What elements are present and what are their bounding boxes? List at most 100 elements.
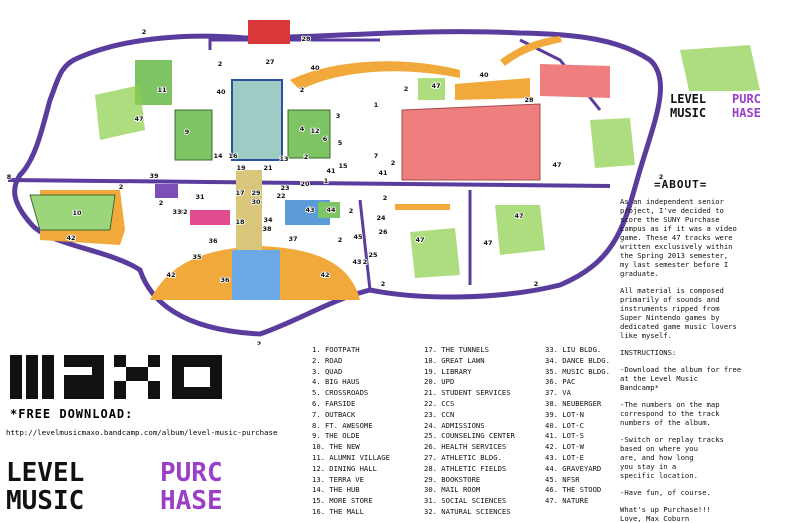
map-number-label: 2 — [381, 280, 386, 288]
map-number-label: 34 — [263, 216, 273, 224]
map-number-label: 1 — [324, 177, 329, 185]
logo-big-accent2: HASE — [160, 486, 223, 515]
legend-item: 10. THE NEW — [312, 442, 360, 452]
athletic-bldg — [248, 20, 290, 44]
map-number-label: 43 — [352, 258, 361, 266]
legend-item: 34. DANCE BLDG. — [545, 355, 610, 365]
map-number-label: 35 — [192, 253, 202, 261]
instructions-list: -Download the album for free at the Leve… — [620, 365, 798, 497]
nature-1 — [95, 85, 145, 140]
legend-item: 44. GRAVEYARD — [545, 463, 602, 473]
map-number-label: 33 — [172, 208, 181, 216]
legend-item: 47. NATURE — [545, 496, 589, 506]
legend-item: 33. LIU BLDG. — [545, 345, 602, 354]
map-number-label: 47 — [483, 239, 492, 247]
legend-item: 2. ROAD — [312, 355, 343, 365]
map-number-label: 15 — [338, 162, 348, 170]
map-number-label: 25 — [368, 251, 378, 259]
main-road — [7, 178, 611, 188]
map-number-label: 2 — [257, 340, 262, 345]
legend-item: 35. MUSIC BLDG. — [545, 366, 610, 376]
map-number-label: 18 — [235, 218, 245, 226]
map-number-label: 2 — [159, 199, 164, 207]
legend-column-1: 1. FOOTPATH 2. ROAD 3. QUAD 4. BIG HAUS … — [312, 345, 390, 518]
map-number-label: 28 — [301, 35, 311, 43]
map-number-label: 28 — [524, 96, 534, 104]
map-number-label: 16 — [228, 152, 238, 160]
legend-item: 39. LOT-N — [545, 409, 584, 419]
legend-column-3: 33. LIU BLDG. 34. DANCE BLDG. 35. MUSIC … — [545, 345, 610, 507]
map-number-label: 2 — [338, 236, 343, 244]
instruction-item: -Download the album for free at the Leve… — [620, 365, 742, 392]
instruction-item: -The numbers on the map correspond to th… — [620, 400, 720, 427]
map-number-label: 40 — [310, 64, 320, 72]
the-new — [29, 194, 116, 231]
map-number-label: 29 — [251, 189, 261, 197]
map-number-label: 9 — [185, 128, 190, 136]
legend-item: 11. ALUMNI VILLAGE — [312, 452, 390, 462]
legend-item: 32. NATURAL SCIENCES — [424, 506, 511, 516]
map-number-label: 23 — [280, 184, 289, 192]
legend-item: 8. FT. AWESOME — [312, 420, 373, 430]
legend-item: 6. FARSIDE — [312, 398, 356, 408]
map-number-label: 2 — [218, 60, 223, 68]
south-road — [358, 199, 372, 291]
lot-east — [455, 78, 530, 100]
legend-item: 19. LIBRARY — [424, 366, 472, 376]
legend-item: 40. LOT-C — [545, 420, 584, 430]
legend-item: 16. THE MALL — [312, 506, 364, 516]
athletic-fields — [401, 103, 541, 181]
signoff: What's up Purchase!!! Love, Max Coburn — [620, 505, 711, 523]
map-number-label: 2 — [391, 159, 396, 167]
map-number-label: 36 — [208, 237, 218, 245]
map-number-label: 47 — [514, 212, 523, 220]
map-number-label: 11 — [157, 86, 167, 94]
map-number-label: 1 — [374, 101, 379, 109]
logo-big-line2: MUSIC — [6, 486, 84, 515]
alumni-village — [135, 60, 172, 105]
map-number-label: 2 — [659, 173, 664, 181]
map-number-label: 2 — [119, 183, 124, 191]
lot-small — [395, 204, 450, 210]
fields-north — [540, 64, 610, 98]
map-number-label: 31 — [195, 193, 205, 201]
maxo-text: maxo — [8, 349, 11, 350]
lot-north-strip — [500, 36, 562, 66]
legend-item: 43. LOT-E — [545, 452, 584, 462]
map-number-label: 10 — [72, 209, 82, 217]
legend-item: 17. THE TUNNELS — [424, 345, 489, 354]
legend-item: 9. THE OLDE — [312, 431, 360, 441]
map-number-label: 12 — [310, 127, 319, 135]
download-title: *FREE DOWNLOAD: — [10, 407, 134, 421]
map-number-label: 42 — [320, 271, 329, 279]
map-number-label: 2 — [383, 194, 388, 202]
download-url[interactable]: http://levelmusicmaxo.bandcamp.com/album… — [6, 428, 278, 437]
map-number-label: 22 — [276, 192, 285, 200]
legend-item: 20. UPD — [424, 377, 455, 387]
legend-item: 46. THE STOOD — [545, 485, 602, 495]
nature-2 — [680, 45, 760, 95]
legend-item: 18. GREAT LAWN — [424, 355, 485, 365]
map-number-label: 39 — [149, 172, 159, 180]
library-mall — [231, 79, 283, 161]
instructions-title: INSTRUCTIONS: — [620, 348, 677, 357]
map-number-label: 44 — [326, 206, 336, 214]
map-number-label: 20 — [300, 180, 310, 188]
map-number-label: 47 — [552, 161, 561, 169]
legend-item: 37. VA — [545, 388, 571, 398]
map-number-label: 8 — [7, 173, 12, 181]
nature-4 — [495, 205, 545, 255]
legend-item: 30. MAIL ROOM — [424, 485, 481, 495]
map-number-label: 2 — [534, 280, 539, 288]
lot-north — [290, 61, 460, 90]
legend-item: 15. MORE STORE — [312, 496, 373, 506]
pac-pool — [232, 250, 280, 300]
map-number-label: 41 — [326, 167, 336, 175]
map-number-label: 4 — [300, 125, 305, 133]
legend-item: 38. NEUBERGER — [545, 398, 602, 408]
legend-item: 36. PAC — [545, 377, 576, 387]
legend-item: 31. SOCIAL SCIENCES — [424, 496, 507, 506]
about-paragraph-2: All material is composed primarily of so… — [620, 286, 737, 340]
map-number-label: 19 — [236, 164, 246, 172]
